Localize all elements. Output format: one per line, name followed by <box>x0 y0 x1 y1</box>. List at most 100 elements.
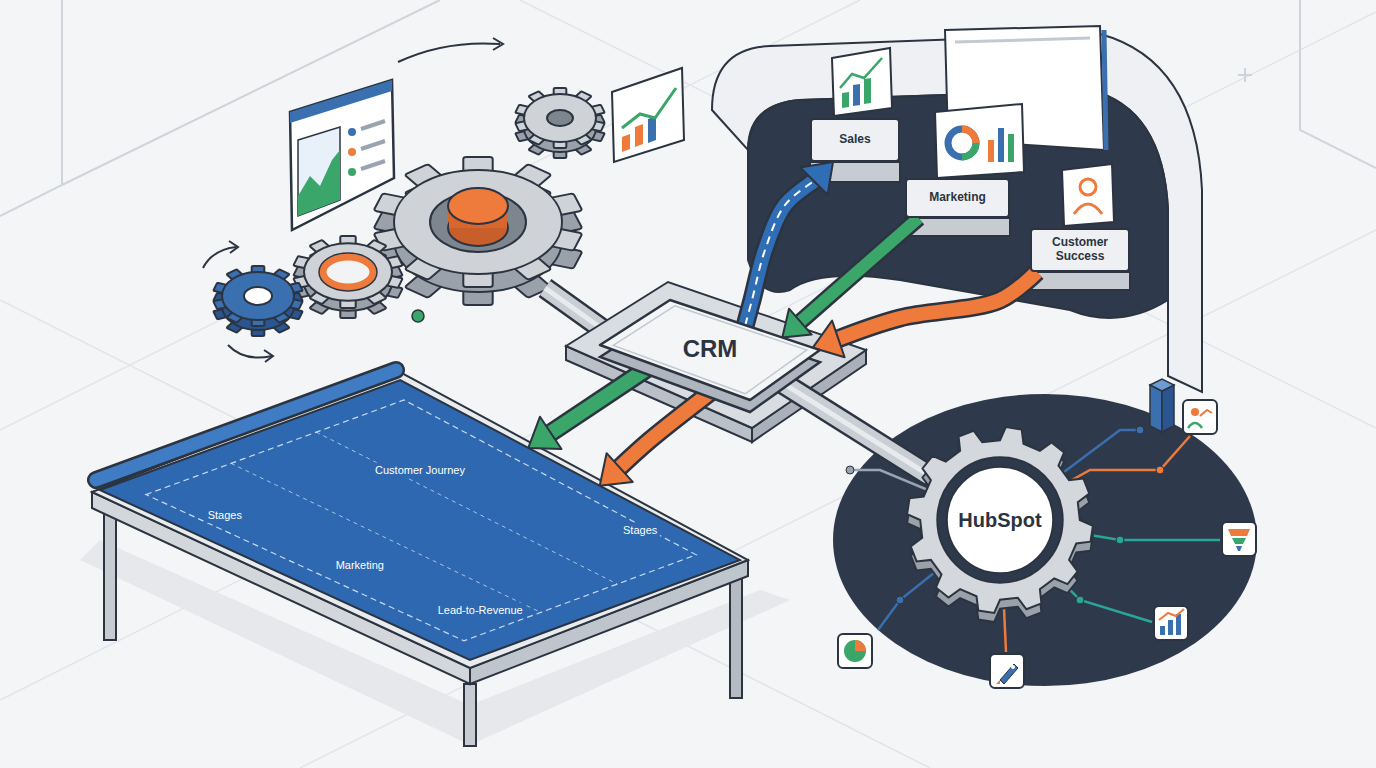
card-body <box>1080 179 1096 195</box>
crm-hub: CRM <box>600 300 820 410</box>
app-icon <box>1154 606 1188 640</box>
app-icon <box>996 680 1000 684</box>
arrowhead <box>528 417 561 449</box>
card-body <box>1074 204 1102 214</box>
app-icon <box>1232 538 1246 544</box>
motion-arrow <box>493 38 503 50</box>
motion-arrow <box>264 350 273 362</box>
bar-block <box>1162 385 1174 432</box>
app-icon <box>1183 400 1217 434</box>
table <box>104 505 116 640</box>
trace-dot <box>846 466 854 474</box>
monitor-icon <box>361 161 385 169</box>
integration-disk <box>833 394 1257 686</box>
app-icon <box>1191 408 1199 416</box>
table <box>80 372 790 746</box>
blueprint-label: Lead-to-Revenue <box>435 603 526 618</box>
data-pipe <box>778 380 930 476</box>
card-body <box>988 140 994 162</box>
card-body <box>1062 164 1114 226</box>
card-body <box>998 128 1004 162</box>
browser-window <box>955 38 1090 42</box>
app-icon <box>1236 546 1242 551</box>
gear-hub <box>947 467 1053 573</box>
table <box>730 574 742 698</box>
app-icon <box>990 654 1024 688</box>
card-body <box>962 143 976 157</box>
monitor-icon <box>348 128 356 136</box>
node-label: HubSpot <box>958 509 1041 532</box>
arrowhead <box>782 309 811 338</box>
blueprint-label: Stages <box>205 508 245 523</box>
node-label: Sales <box>839 133 870 147</box>
monitor-icon <box>298 127 340 216</box>
card-body <box>853 84 860 106</box>
arrowhead <box>600 453 633 486</box>
table <box>92 372 748 668</box>
motion-arrow <box>203 247 236 268</box>
motion-arrow <box>229 241 238 253</box>
crm-face <box>600 300 820 400</box>
blueprint-face <box>100 380 740 660</box>
customer-success-card: Customer Success <box>1030 228 1130 272</box>
blueprint-sheet: Customer JourneyStagesStagesMarketingLea… <box>100 380 740 660</box>
app-icon <box>1159 609 1184 620</box>
blueprint-frame <box>146 400 696 641</box>
crm-bevel <box>613 306 807 394</box>
monitor-icon <box>290 80 392 123</box>
sales-card: Sales <box>810 118 900 162</box>
chart-panel <box>635 124 643 147</box>
gear <box>213 266 302 336</box>
gear <box>448 188 508 224</box>
app-icon <box>990 654 1024 688</box>
blueprint-label: Marketing <box>333 558 387 573</box>
chart-panel <box>622 134 630 152</box>
success-flow-arrow <box>813 272 1037 357</box>
gear <box>319 253 377 291</box>
card-body <box>840 58 882 88</box>
app-icon <box>838 634 872 668</box>
card-body <box>962 129 976 143</box>
connector-outline <box>617 388 717 471</box>
trace-dot <box>896 596 904 604</box>
gear-face <box>907 427 1093 613</box>
app-icon <box>1200 410 1212 416</box>
chart-panel <box>622 88 676 128</box>
window-frame <box>0 0 62 216</box>
card-body <box>864 78 871 104</box>
connector-body <box>745 178 817 325</box>
monitor-icon <box>348 168 356 176</box>
gear <box>293 236 402 318</box>
connector-outline <box>547 365 653 436</box>
status-dot <box>412 310 424 322</box>
app-icon <box>1168 620 1173 635</box>
connector-outline <box>835 272 1037 340</box>
node-label: Marketing <box>929 191 986 205</box>
app-icon <box>1011 665 1015 669</box>
trace-dot <box>1156 466 1164 474</box>
blueprint-line <box>316 432 617 584</box>
connector-body <box>547 365 653 436</box>
node-label: Customer Success <box>1052 236 1108 264</box>
trace-dot <box>1116 536 1124 544</box>
window-frame <box>1300 0 1376 168</box>
gear <box>213 266 302 326</box>
app-icon <box>1183 400 1217 434</box>
floor-grid <box>0 300 930 768</box>
card-body <box>948 129 976 157</box>
blueprint-label: Customer Journey <box>372 463 468 478</box>
table <box>464 684 476 746</box>
connector-body <box>617 388 717 471</box>
node-label: CRM <box>683 335 738 363</box>
gear <box>244 287 272 305</box>
hubspot-gear: HubSpot <box>905 425 1095 615</box>
bar-block <box>1150 385 1162 432</box>
chart-panel <box>612 68 684 162</box>
monitor-icon <box>361 141 385 149</box>
app-icon <box>1222 522 1256 556</box>
app-icon <box>1160 626 1165 635</box>
app-icon <box>1000 664 1018 684</box>
